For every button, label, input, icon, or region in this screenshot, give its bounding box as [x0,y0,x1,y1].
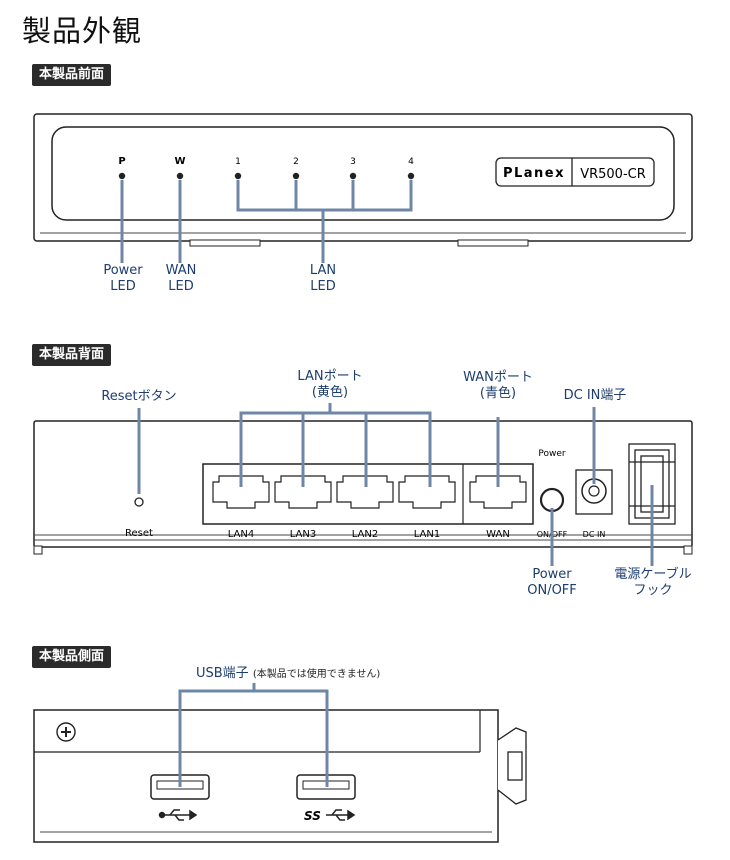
port-lan1 [398,475,456,509]
led-lan2 [292,172,300,180]
power-label: Power [538,449,566,459]
port-lan2 [336,475,394,509]
back-leader-lines [137,403,654,566]
logo-brand: PLanex [503,166,565,181]
callout-dc-in: DC IN端子 [563,388,627,403]
side-panel: SS [33,709,527,843]
usb-note: (本製品では使用できません) [252,669,381,680]
led-label-3: 3 [350,157,356,167]
led-label-4: 4 [408,157,414,167]
port-label-lan1: LAN1 [414,529,440,540]
port-lan4 [212,475,270,509]
front-panel: P W 1 2 3 4 PLanex VR500-CR [33,113,693,247]
back-section-label: 本製品背面 [32,344,112,366]
led-label-2: 2 [293,157,299,167]
callout-lan-ports: LANポート(黄色) [297,369,363,400]
callout-wan-port: WANポート(青色) [463,370,533,401]
callout-reset: Resetボタン [101,389,177,404]
usb-superspeed-icon [326,809,356,821]
port-label-lan4: LAN4 [228,529,254,540]
callout-cable-hook: 電源ケーブルフック [614,567,692,598]
usb-icon [158,809,198,821]
brand-logo [495,157,655,187]
led-lan1 [234,172,242,180]
side-leader-lines [178,683,329,787]
reset-button [134,497,144,507]
callout-usb: USB端子 (本製品では使用できません) [196,666,381,681]
led-lan4 [407,172,415,180]
port-label-wan: WAN [486,529,510,540]
port-lan3 [274,475,332,509]
front-section-label: 本製品前面 [32,64,112,86]
led-label-w: W [174,156,185,167]
power-switch [539,487,565,513]
reset-label: Reset [125,528,153,539]
dcin-label: DC IN [583,530,606,539]
led-power [118,172,126,180]
side-section-label: 本製品側面 [32,646,112,668]
usb-ss-icon: SS [304,809,321,823]
port-wan [469,475,527,509]
page-title: 製品外観 [22,14,143,48]
led-label-1: 1 [235,157,241,167]
side-cable-hook [497,727,527,805]
logo-model: VR500-CR [580,167,646,182]
led-wan [176,172,184,180]
port-label-lan3: LAN3 [290,529,316,540]
led-lan3 [349,172,357,180]
front-leader-lines [120,180,413,263]
port-label-lan2: LAN2 [352,529,378,540]
led-label-p: P [118,156,125,167]
